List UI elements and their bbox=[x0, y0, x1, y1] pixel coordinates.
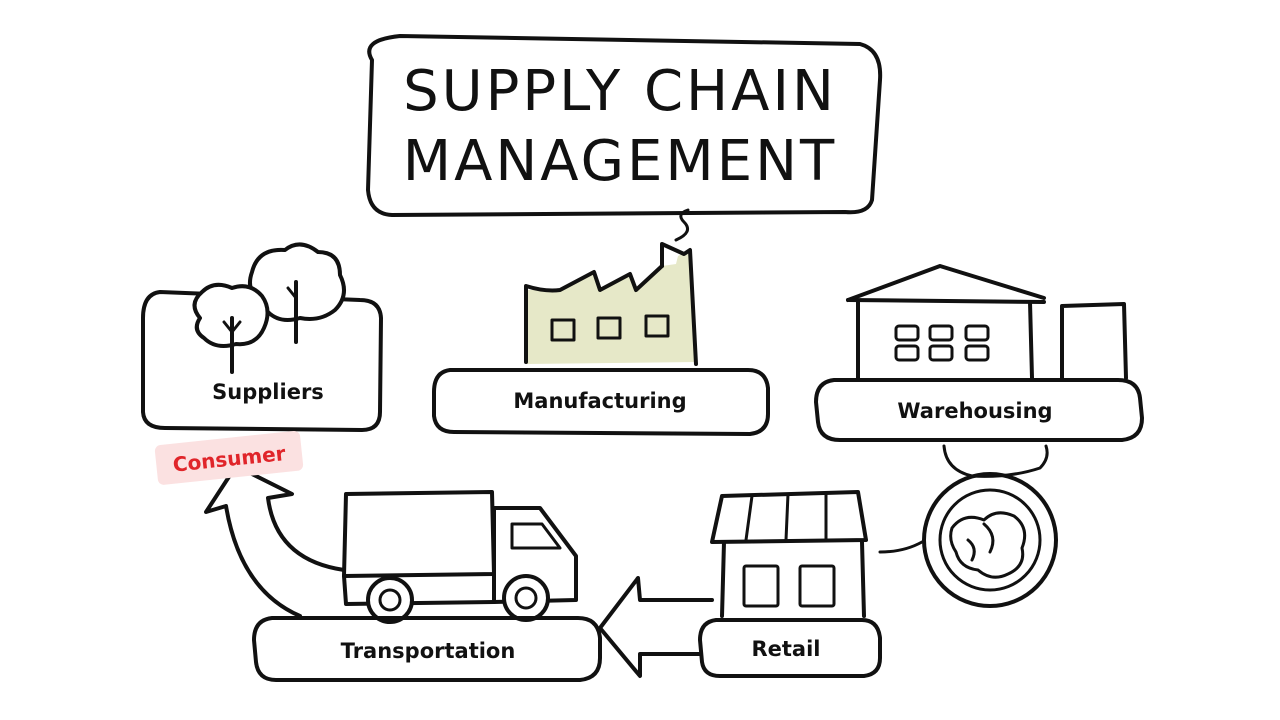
warehousing-label: Warehousing bbox=[897, 399, 1052, 423]
truck-icon bbox=[342, 490, 578, 624]
manufacturing-label: Manufacturing bbox=[513, 389, 686, 413]
warehousing-node: Warehousing bbox=[814, 264, 1144, 442]
warehouse-windows bbox=[894, 324, 990, 362]
suppliers-label: Suppliers bbox=[212, 380, 324, 404]
suppliers-node: Suppliers bbox=[141, 242, 383, 432]
manufacturing-node: Manufacturing bbox=[432, 208, 770, 436]
transportation-label: Transportation bbox=[341, 639, 516, 663]
transportation-node: Transportation bbox=[252, 490, 602, 682]
consumer-badge: Consumer bbox=[154, 430, 304, 485]
arrow-retail-to-transport bbox=[598, 576, 714, 678]
title-box: SUPPLY CHAIN MANAGEMENT bbox=[366, 34, 883, 217]
retail-node: Retail bbox=[698, 490, 882, 678]
warehouse-icon bbox=[846, 264, 1128, 380]
retail-label: Retail bbox=[751, 637, 820, 661]
storefront-icon bbox=[710, 490, 868, 618]
factory-icon bbox=[524, 208, 698, 366]
delivery-globe-icon bbox=[878, 444, 1058, 608]
trees-icon bbox=[192, 242, 346, 374]
arrow-to-consumer bbox=[204, 464, 346, 618]
title-line-1: SUPPLY CHAIN bbox=[403, 59, 837, 124]
title-line-2: MANAGEMENT bbox=[403, 129, 837, 194]
